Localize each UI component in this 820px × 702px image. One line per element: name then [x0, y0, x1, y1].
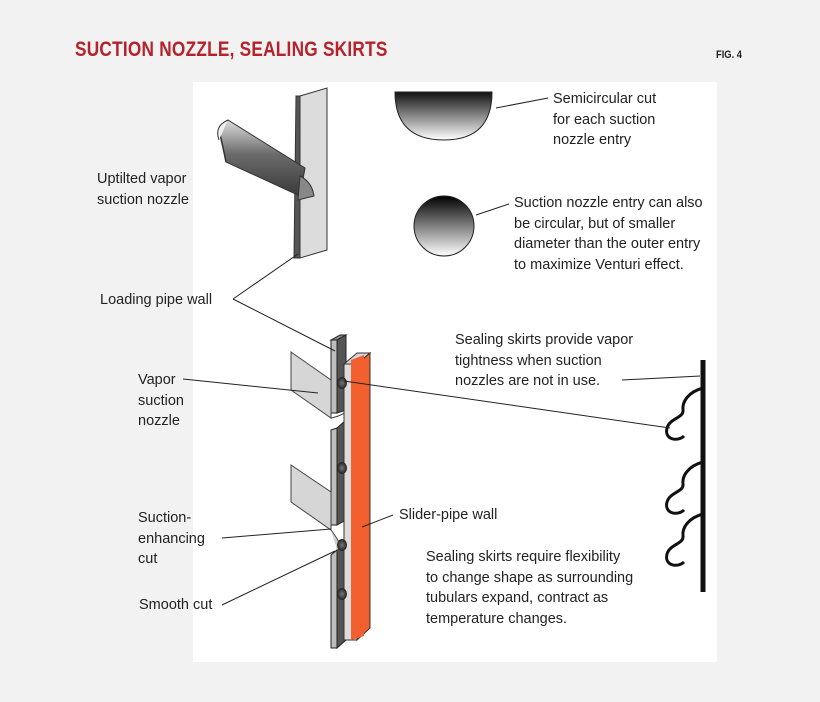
- sealing-skirts-flexibility-label: Sealing skirts require flexibility to ch…: [426, 549, 634, 627]
- figure-number: FIG. 4: [716, 49, 742, 61]
- smooth-cut-label: Smooth cut: [139, 597, 213, 613]
- sealing-skirts-tightness-label: Sealing skirts provide vapor tightness w…: [455, 332, 634, 389]
- uptilted-nozzle-tube: [217, 119, 315, 201]
- semicircular-cut-label: Semicircular cut for each suction nozzle…: [553, 91, 657, 148]
- sealing-skirts-drawing: [665, 360, 706, 592]
- vapor-suction-nozzle-label: Vapor suction nozzle: [138, 372, 184, 429]
- slider-pipe-wall-label: Slider-pipe wall: [399, 507, 498, 523]
- loading-pipe-wall-label: Loading pipe wall: [100, 292, 213, 308]
- suction-enhancing-cut-label: Suction- enhancing cut: [138, 510, 205, 567]
- circular-entry-shape: [413, 195, 475, 257]
- leader-lines: [182, 97, 701, 606]
- figure-title: SUCTION NOZZLE, SEALING SKIRTS: [75, 38, 388, 61]
- sealing-bumps: [337, 377, 347, 600]
- semicircular-cut-shape: [394, 91, 493, 141]
- slider-pipe-wall: [342, 351, 372, 642]
- circular-entry-label: Suction nozzle entry can also be circula…: [514, 195, 703, 273]
- uptilted-nozzle-label: Uptilted vapor suction nozzle: [97, 171, 189, 208]
- vapor-nozzle-fins: [290, 351, 347, 551]
